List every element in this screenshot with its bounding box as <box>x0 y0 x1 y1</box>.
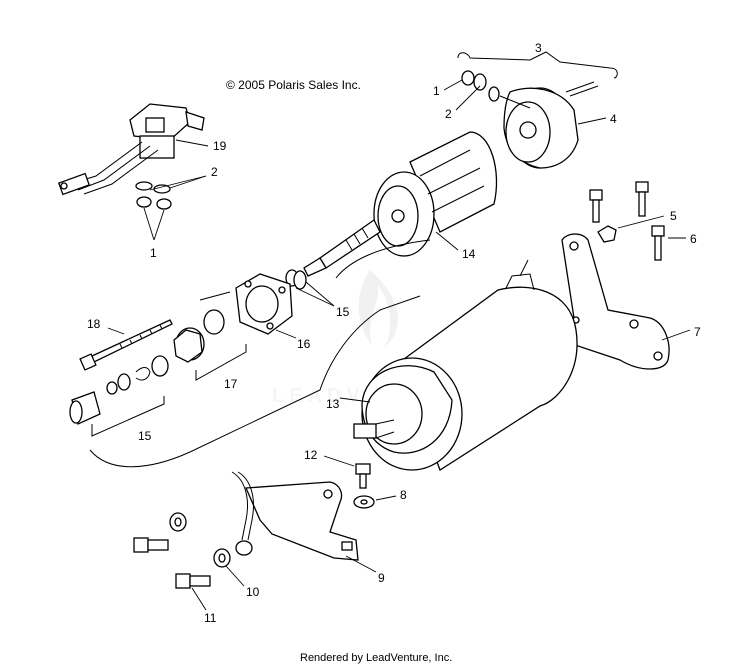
callout-18: 18 <box>87 317 101 331</box>
callout-13: 13 <box>326 397 340 411</box>
callout-8: 8 <box>400 488 407 502</box>
callout-6: 6 <box>690 232 697 246</box>
callout-12: 12 <box>304 448 318 462</box>
solenoid-part-19 <box>57 103 209 196</box>
callout-2-left: 2 <box>211 165 218 179</box>
callout-10: 10 <box>246 585 260 599</box>
assembly-brace-lines <box>89 239 431 468</box>
nut-washer-top <box>443 70 531 111</box>
callout-9: 9 <box>378 571 385 585</box>
callout-5: 5 <box>670 209 677 223</box>
callout-17: 17 <box>224 377 238 391</box>
callout-1-top: 1 <box>433 84 440 98</box>
screw-washer-part-12-8 <box>323 455 397 509</box>
nuts-washers-left <box>135 175 207 241</box>
callout-11: 11 <box>204 611 217 625</box>
drive-pinion-part-17 <box>69 309 247 437</box>
bushings-part-15-mid <box>285 269 335 307</box>
callout-16: 16 <box>297 337 311 351</box>
bolts-part-6 <box>589 181 686 261</box>
callout-7: 7 <box>694 325 701 339</box>
callout-15-mid: 15 <box>336 305 350 319</box>
callout-3: 3 <box>535 41 542 55</box>
callout-2-top: 2 <box>445 107 452 121</box>
armature-part-14 <box>303 131 498 277</box>
callout-1-left: 1 <box>150 246 157 260</box>
bolts-washers-part-10-11 <box>133 512 245 611</box>
callout-15-low: 15 <box>138 429 152 443</box>
callout-labels: 1 2 3 4 2 1 19 5 6 14 15 7 18 16 17 13 1… <box>87 41 701 625</box>
rendered-by-footer: Rendered by LeadVenture, Inc. <box>300 652 452 664</box>
drive-housing-part-16 <box>235 273 297 339</box>
lower-bracket-part-9 <box>231 471 377 573</box>
end-cap-part-4 <box>457 51 618 169</box>
callout-19: 19 <box>213 139 227 153</box>
through-bolt-part-18 <box>79 319 173 371</box>
copyright-text: © 2005 Polaris Sales Inc. <box>226 78 361 92</box>
callout-4: 4 <box>610 112 617 126</box>
starter-motor-part-13 <box>339 259 578 471</box>
callout-14: 14 <box>462 247 476 261</box>
